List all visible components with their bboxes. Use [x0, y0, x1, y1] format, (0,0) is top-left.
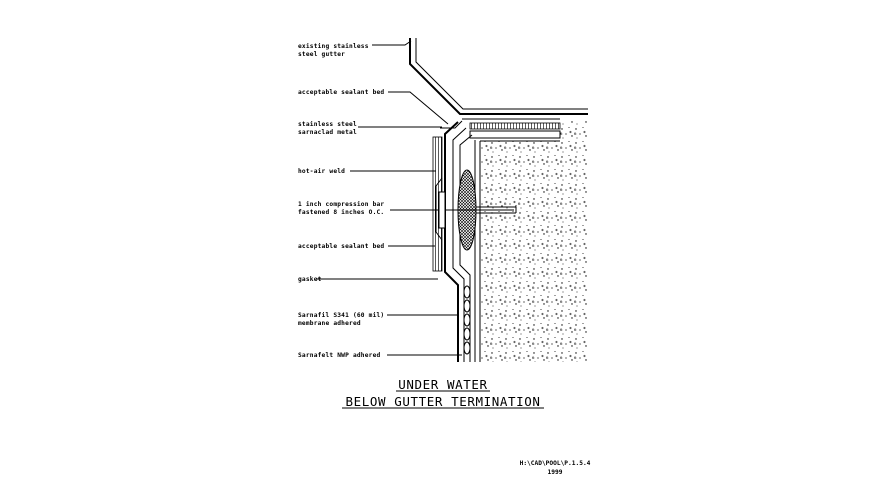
- label-steel-2: sarnaclad metal: [298, 129, 357, 136]
- label-membrane-2: membrane adhered: [298, 320, 361, 327]
- label-membrane-1: Sarnafil S341 (60 mil): [298, 311, 384, 319]
- label-sealant-top: acceptable sealant bed: [298, 89, 384, 96]
- membrane-layers: [444, 121, 476, 362]
- title-line-2: BELOW GUTTER TERMINATION: [345, 394, 540, 409]
- label-gutter-2: steel gutter: [298, 51, 345, 58]
- reference-year: 1999: [548, 469, 563, 476]
- label-gasket: gasket: [298, 276, 322, 283]
- title-line-1: UNDER WATER: [398, 377, 487, 392]
- leader-lines: [316, 40, 462, 356]
- label-bar-2: fastened 8 inches O.C.: [298, 208, 384, 216]
- file-reference: H:\CAD\POOL\P.1.5.4 1999: [520, 460, 591, 476]
- hot-air-weld: [432, 120, 463, 272]
- label-steel-1: stainless steel: [298, 120, 357, 128]
- label-weld: hot-air weld: [298, 167, 345, 175]
- sarnaclad-horizontal: [462, 118, 561, 139]
- label-gutter-1: existing stainless: [298, 42, 369, 50]
- compression-bar: [435, 169, 517, 251]
- label-felt: Sarnafelt NWP adhered: [298, 352, 381, 359]
- concrete-substrate: [479, 121, 588, 362]
- gutter-profile: [409, 38, 588, 115]
- reference-path: H:\CAD\POOL\P.1.5.4: [520, 460, 591, 467]
- callout-labels: existing stainless steel gutter acceptab…: [298, 42, 384, 359]
- label-sealant-bottom: acceptable sealant bed: [298, 243, 384, 250]
- sarnafelt-layer: [463, 285, 471, 355]
- drawing-title: UNDER WATER BELOW GUTTER TERMINATION: [342, 377, 544, 409]
- label-bar-1: 1 inch compression bar: [298, 200, 384, 208]
